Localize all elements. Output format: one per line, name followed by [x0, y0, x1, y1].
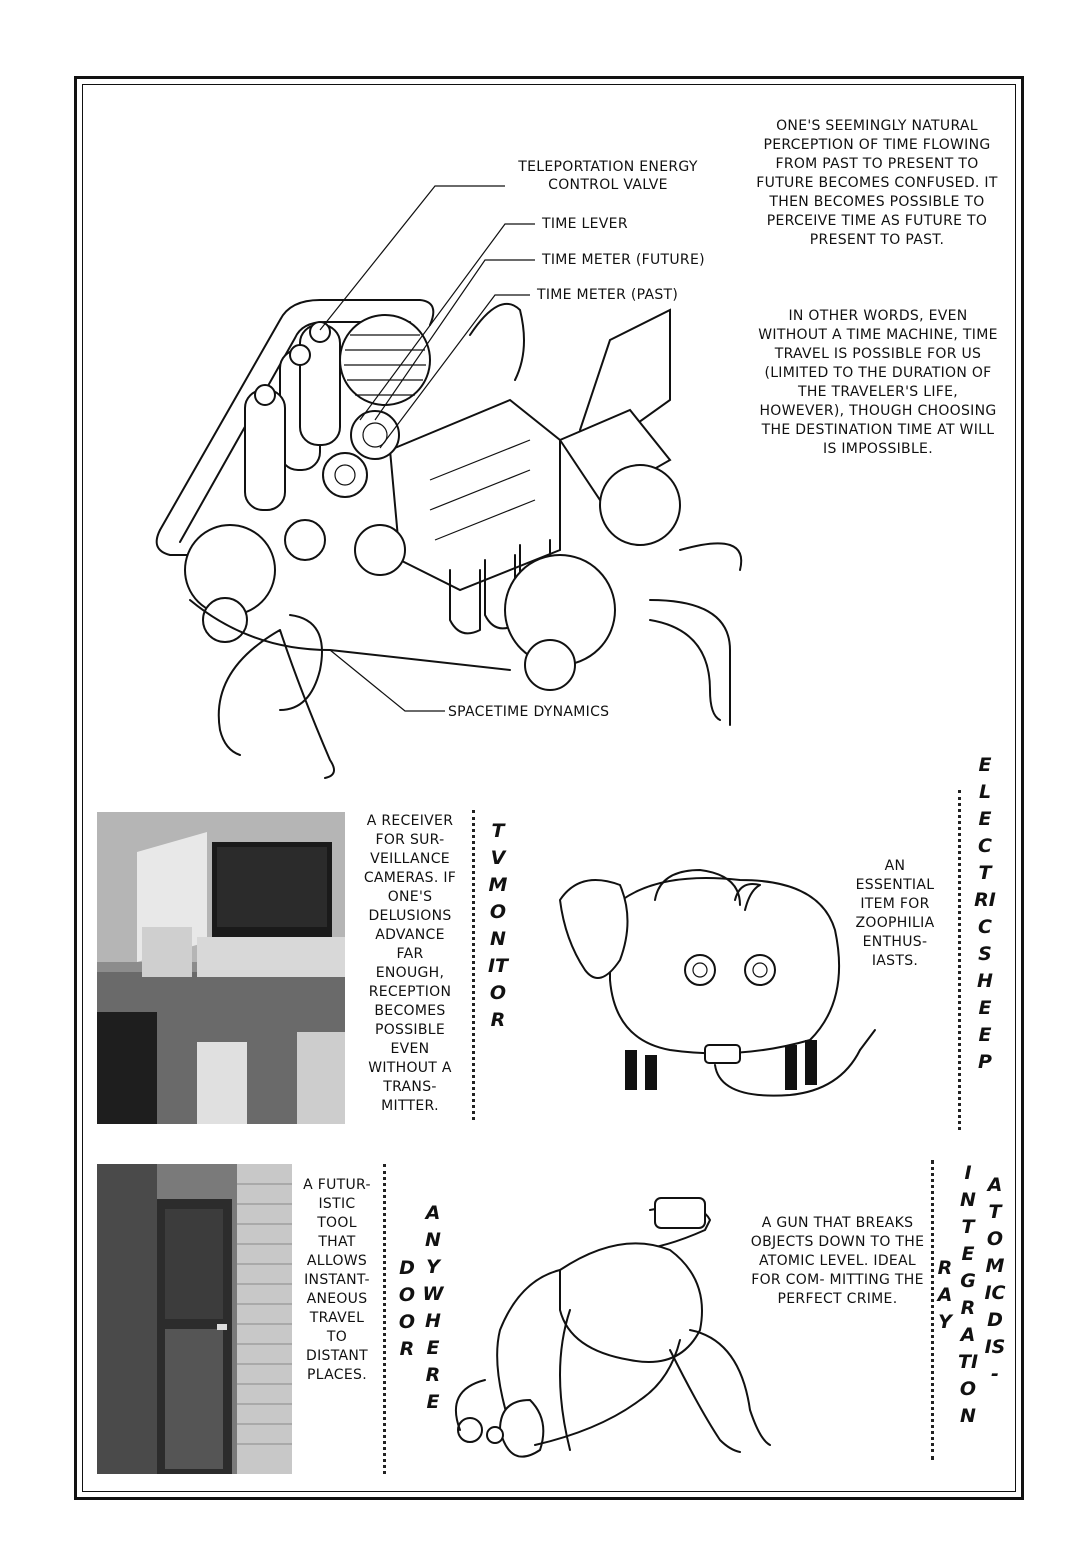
atomic-ray-title-1: ATOMIC DIS-	[984, 1174, 1006, 1385]
outer-border	[74, 76, 1024, 1500]
leader-lines	[319, 185, 535, 712]
anywhere-door-title-1: ANYWHERE	[422, 1202, 444, 1413]
atomic-ray-divider	[931, 1160, 934, 1460]
description-paragraph-1: ONE'S SEEMINGLY NATURAL PERCEPTION OF TI…	[756, 118, 998, 248]
atomic-ray-text: A GUN THAT BREAKS OBJECTS DOWN TO THE AT…	[750, 1215, 925, 1307]
description-paragraph-2: IN OTHER WORDS, EVEN WITHOUT A TIME MACH…	[758, 308, 998, 457]
atomic-ray-title-2: INTEGRATION	[957, 1162, 979, 1427]
anywhere-door-photo	[97, 1164, 292, 1474]
label-time-meter-past: TIME METER (PAST)	[537, 287, 679, 303]
anywhere-door-title-2: DOOR	[398, 1257, 416, 1360]
electric-sheep-illustration	[558, 869, 876, 1097]
electric-sheep-divider	[958, 790, 961, 1130]
tv-monitor-divider	[472, 810, 475, 1120]
tv-monitor-title: TV MONITOR	[487, 820, 509, 1031]
atomic-ray-illustration	[455, 1197, 771, 1458]
label-time-meter-future: TIME METER (FUTURE)	[542, 252, 705, 268]
tv-monitor-photo	[97, 812, 345, 1124]
label-time-lever: TIME LEVER	[542, 216, 628, 232]
anywhere-door-divider	[383, 1164, 386, 1474]
inner-border	[82, 84, 1016, 1492]
electric-sheep-title: ELECTRIC SHEEP	[974, 754, 996, 1073]
electric-sheep-text: AN ESSENTIAL ITEM FOR ZOOPHILIA ENTHUS- …	[855, 858, 935, 969]
anywhere-door-text: A FUTUR- ISTIC TOOL THAT ALLOWS INSTANT-…	[303, 1177, 371, 1383]
tv-monitor-text: A RECEIVER FOR SUR- VEILLANCE CAMERAS. I…	[363, 813, 457, 1114]
label-teleportation-valve: TELEPORTATION ENERGY CONTROL VALVE	[518, 159, 698, 193]
label-spacetime-dynamics: SPACETIME DYNAMICS	[448, 704, 610, 720]
time-machine-illustration	[155, 299, 743, 779]
atomic-ray-title-3: RAY	[937, 1257, 953, 1333]
